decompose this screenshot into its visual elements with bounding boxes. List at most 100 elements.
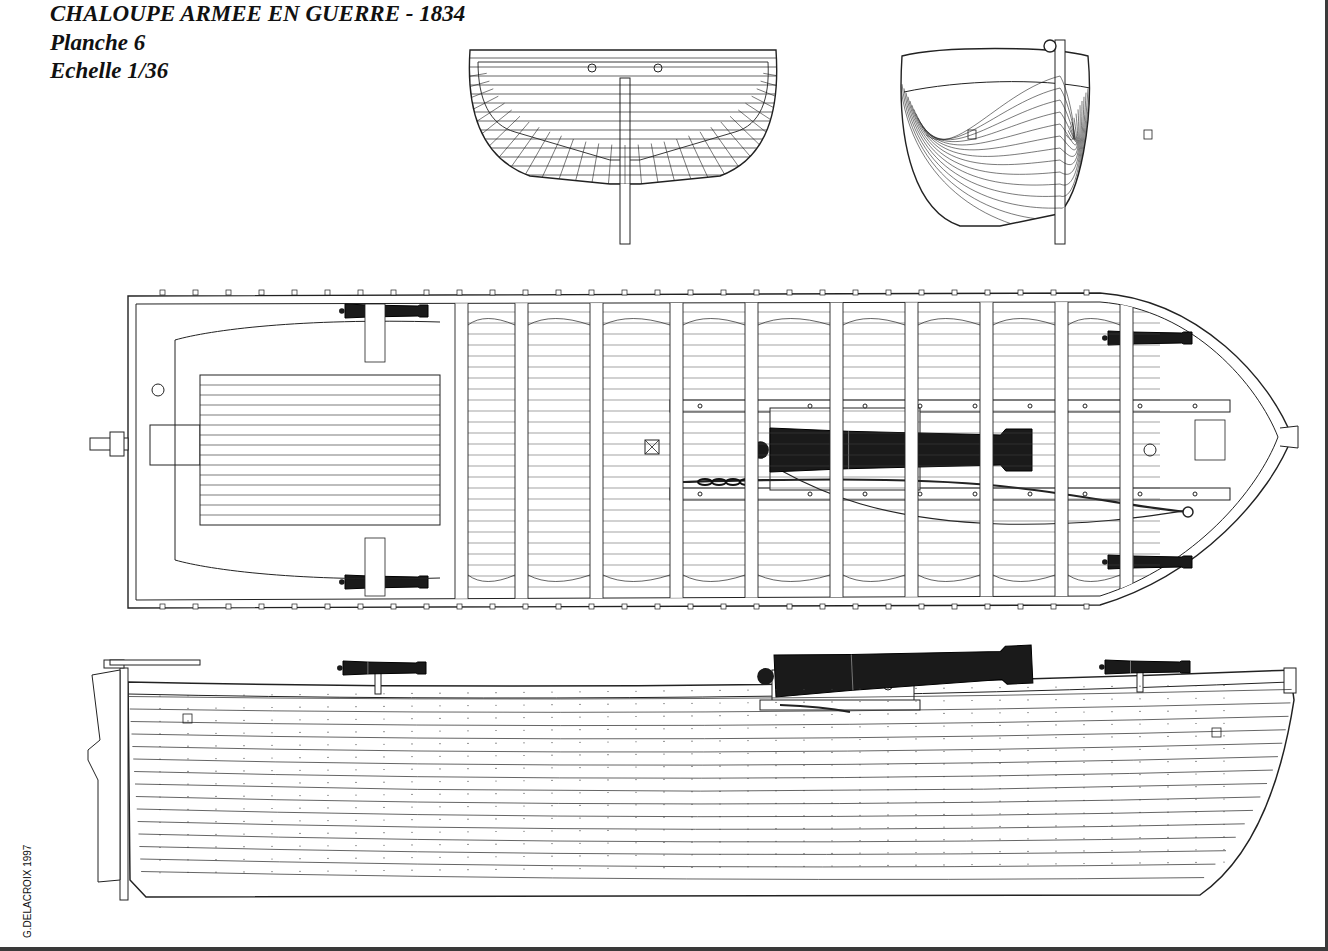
plan-view (90, 290, 1298, 609)
rivet-dot (551, 792, 552, 793)
rivet-dot (271, 720, 272, 721)
rivet-dot (831, 815, 832, 816)
rivet-dot (887, 776, 888, 777)
rivet-dot (1055, 787, 1056, 788)
rivet-dot (719, 867, 720, 868)
plank-line (904, 88, 1088, 208)
rivet-dot (1167, 761, 1168, 762)
thole-pin (787, 604, 792, 609)
rivet-dot (1139, 698, 1140, 699)
frame-curve (603, 319, 670, 326)
rivet-dot (691, 728, 692, 729)
thole-pin (853, 604, 858, 609)
sheer-strake (128, 682, 1290, 698)
chain-link (712, 479, 726, 485)
rivet-dot (495, 705, 496, 706)
rivet-dot (1167, 698, 1168, 699)
rivet-dot (1167, 774, 1168, 775)
rivet-dot (355, 832, 356, 833)
plank-line (900, 80, 1092, 232)
rivet-dot (803, 702, 804, 703)
plank-line (607, 145, 612, 200)
plank-line (455, 334, 1160, 335)
rivet-dot (971, 864, 972, 865)
rivet-dot (355, 769, 356, 770)
rivet-dot (1055, 724, 1056, 725)
plank-line (455, 400, 1160, 401)
frame-curve (918, 575, 980, 582)
thwart (455, 300, 468, 600)
plank-line (460, 94, 790, 95)
rivet-dot (747, 854, 748, 855)
rivet-dot (1027, 762, 1028, 763)
rivet-dot (831, 828, 832, 829)
rivet-dot (243, 770, 244, 771)
rivet-dot (243, 821, 244, 822)
thwart (830, 300, 843, 600)
bolt (808, 404, 812, 408)
plank-line (689, 136, 712, 185)
rivet-dot (1083, 787, 1084, 788)
rivet-dot (523, 704, 524, 705)
rivet-dot (1083, 825, 1084, 826)
rivet-dot (719, 803, 720, 804)
rivet-dot (663, 690, 664, 691)
scupper (654, 64, 662, 72)
rivet-dot (439, 781, 440, 782)
plank-line (455, 367, 1160, 368)
rivet-dot (635, 729, 636, 730)
rivet-dot (607, 868, 608, 869)
rivet-dot (607, 741, 608, 742)
rivet-dot (1111, 787, 1112, 788)
rivet-dot (719, 816, 720, 817)
rivet-dot (299, 719, 300, 720)
rivet-dot (1139, 774, 1140, 775)
plank-line (572, 142, 586, 195)
rivet-dot (607, 779, 608, 780)
plank-line (752, 96, 797, 119)
bolt (698, 404, 702, 408)
rivet-dot (411, 806, 412, 807)
rivet-dot (775, 853, 776, 854)
rivet-dot (915, 688, 916, 689)
rivet-dot (271, 795, 272, 796)
knee (365, 304, 385, 362)
rivet-dot (383, 857, 384, 858)
author-signature: G.DELACROIX 1997 (22, 845, 34, 938)
cannon-cascabel (337, 665, 343, 671)
rivet-dot (887, 713, 888, 714)
plank-line (455, 543, 1160, 544)
frame-curve (758, 319, 830, 326)
plank-line (138, 822, 1245, 830)
bow-view (901, 40, 1152, 244)
rivet-dot (579, 754, 580, 755)
rivet-dot (579, 805, 580, 806)
rivet-dot (943, 864, 944, 865)
rivet-dot (1083, 850, 1084, 851)
rivet-dot (1139, 812, 1140, 813)
rivet-dot (691, 741, 692, 742)
rivet-dot (1055, 712, 1056, 713)
rivet-dot (859, 789, 860, 790)
rivet-dot (803, 840, 804, 841)
plate-number: Planche 6 (50, 29, 145, 57)
rivet-dot (215, 695, 216, 696)
rivet-dot (1167, 685, 1168, 686)
rivet-dot (243, 808, 244, 809)
scale-note: Echelle 1/36 (50, 57, 168, 85)
rivet-dot (999, 864, 1000, 865)
plank-line (130, 703, 1291, 712)
plank-line (455, 499, 1160, 500)
bolt (1083, 492, 1087, 496)
rivet-dot (187, 796, 188, 797)
rivet-dot (999, 750, 1000, 751)
rivet-dot (383, 756, 384, 757)
plank-line (200, 475, 440, 476)
plank-line (139, 834, 1236, 842)
rivet-dot (243, 846, 244, 847)
rivet-dot (159, 708, 160, 709)
rivet-dot (719, 740, 720, 741)
rivet-dot (831, 853, 832, 854)
rivet-dot (1223, 748, 1224, 749)
rivet-dot (607, 855, 608, 856)
